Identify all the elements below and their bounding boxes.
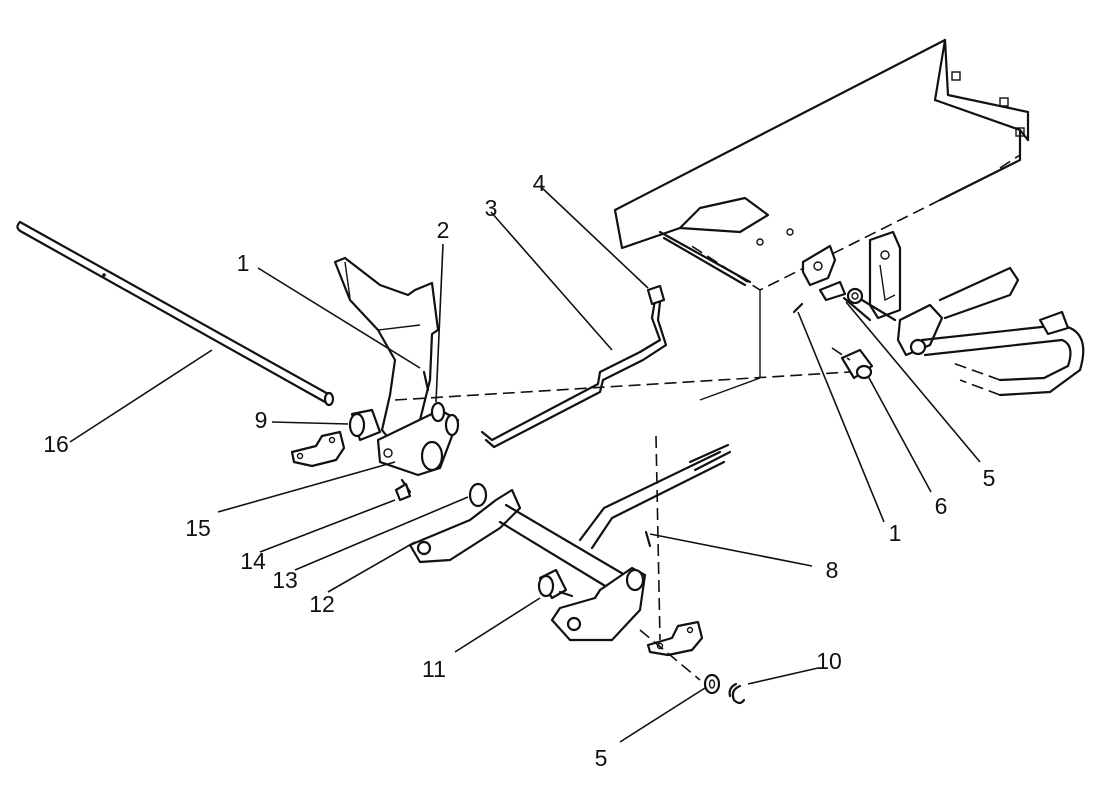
callout-9: 9	[255, 407, 268, 433]
callout-6: 6	[935, 493, 948, 519]
callout-3: 3	[485, 195, 498, 221]
part-5-washer	[703, 673, 721, 695]
part-2-washer	[430, 401, 446, 423]
callout-10: 10	[816, 648, 842, 674]
frame-deck	[613, 38, 1030, 401]
callout-8: 8	[826, 557, 839, 583]
part-3-link-rod	[480, 284, 668, 449]
callout-1-left: 1	[237, 250, 250, 276]
right-bracket-assembly	[801, 230, 1085, 397]
callout-15: 15	[185, 515, 211, 541]
callout-1-right: 1	[889, 520, 902, 546]
callout-13: 13	[272, 567, 298, 593]
callout-11: 11	[422, 656, 446, 682]
callout-16: 16	[43, 431, 69, 457]
callout-5-bottom: 5	[595, 745, 608, 771]
callout-5-right: 5	[983, 465, 996, 491]
part-1-pin-right	[792, 302, 804, 314]
callout-12: 12	[309, 591, 335, 617]
clip-left	[290, 430, 346, 468]
alignment-line	[394, 371, 851, 401]
part-10-eclip	[728, 682, 746, 705]
part-9-bushing	[348, 408, 382, 442]
callout-14: 14	[240, 548, 266, 574]
leader-lines	[69, 185, 981, 743]
part-12-cross-shaft	[408, 443, 732, 597]
part-6-bushing	[831, 347, 874, 380]
callout-4: 4	[533, 170, 546, 196]
part-8-pin	[644, 435, 661, 641]
part-16-rod	[16, 220, 335, 407]
callout-2: 2	[437, 217, 450, 243]
clip-right	[646, 620, 704, 657]
part-11-bracket	[537, 566, 647, 642]
callout-labels: 1 2 3 4 16 9 15 14 13 12 11 8 10 5 1 6 5	[43, 170, 995, 771]
part-1-pin-left	[422, 370, 430, 392]
part-15-pedal-lever	[333, 256, 460, 502]
axis-line	[639, 629, 701, 681]
